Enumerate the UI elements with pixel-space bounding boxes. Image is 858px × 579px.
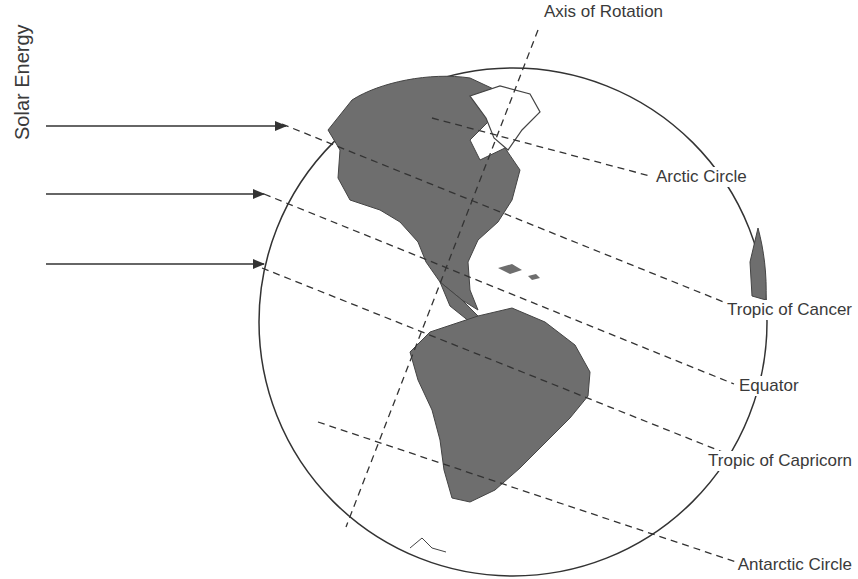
arctic-line — [432, 118, 650, 176]
rotation-axis — [346, 30, 538, 527]
globe-outline — [259, 68, 767, 576]
capricorn-line — [262, 268, 740, 459]
antarctica — [410, 538, 446, 552]
equator-line — [264, 194, 734, 384]
europe-africa-edge — [750, 228, 766, 300]
solar-arrow — [46, 125, 286, 127]
south-america — [410, 308, 590, 502]
axis-label: Axis of Rotation — [542, 2, 665, 22]
antarctic-line — [318, 422, 742, 564]
solar-arrow — [46, 193, 264, 195]
latitude-label: Antarctic Circle — [736, 555, 854, 575]
latitude-label: Tropic of Capricorn — [706, 451, 854, 471]
latitude-label: Arctic Circle — [654, 167, 749, 187]
greenland — [470, 86, 540, 150]
latitude-label: Tropic of Cancer — [725, 300, 854, 320]
islands — [498, 264, 540, 280]
solar-arrow — [46, 263, 264, 265]
cancer-line — [282, 124, 736, 307]
latitude-label: Equator — [737, 376, 801, 396]
energy-label: Solar Energy — [12, 22, 32, 142]
